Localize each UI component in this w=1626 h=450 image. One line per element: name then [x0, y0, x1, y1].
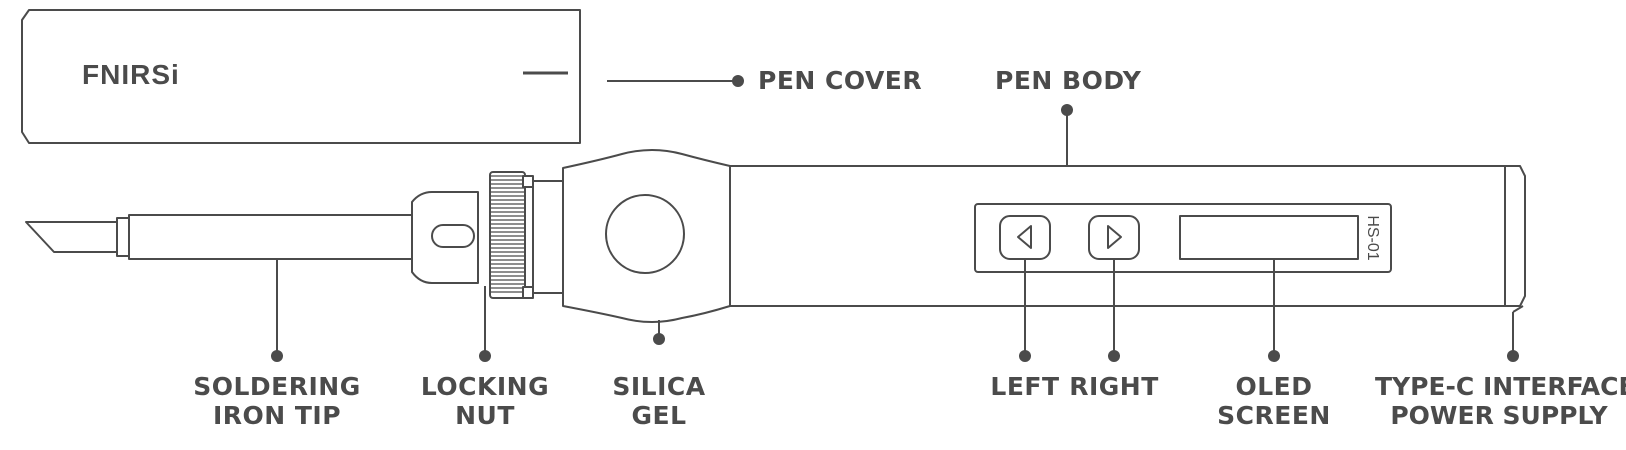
oled-screen	[1179, 215, 1359, 260]
brand-logo: FNIRSi	[82, 59, 180, 90]
right-arrow-icon	[1107, 225, 1122, 249]
pen-body-label: PEN BODY	[995, 66, 1142, 95]
right-label: RIGHT	[1069, 372, 1159, 401]
leader-dots	[271, 75, 1519, 362]
left-label: LEFT	[990, 372, 1060, 401]
pen-body: HS-01	[729, 165, 1526, 307]
pen-cover: FNIRSi	[21, 9, 581, 144]
model-label: HS-01	[1364, 215, 1381, 260]
pen-cover-label: PEN COVER	[758, 66, 923, 95]
silica-gel-grip	[562, 149, 731, 323]
locking-nut	[411, 171, 564, 299]
soldering-iron-tip	[25, 214, 413, 260]
leader-lines	[276, 80, 1524, 355]
left-arrow-icon	[1017, 225, 1032, 249]
